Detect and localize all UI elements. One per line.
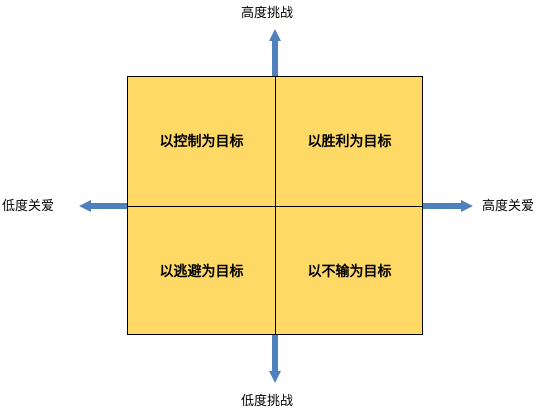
quadrant-top-right: 以胜利为目标 [276,77,423,205]
axis-label-low-challenge: 低度挑战 [241,394,294,409]
horizontal-divider [128,206,422,207]
axis-label-high-challenge: 高度挑战 [241,6,294,21]
arrow-right-icon [422,200,473,212]
vertical-divider [275,77,276,334]
quadrant-top-left: 以控制为目标 [128,77,275,205]
arrow-down-icon [269,334,281,383]
arrow-left-icon [79,200,128,212]
quadrant-bottom-left: 以逃避为目标 [128,207,275,335]
quadrant-label-avoid: 以逃避为目标 [159,264,244,280]
quadrant-label-win: 以胜利为目标 [307,134,392,150]
quadrant-grid: 以控制为目标 以胜利为目标 以逃避为目标 以不输为目标 [127,76,423,335]
axis-label-low-care: 低度关爱 [2,199,55,214]
arrow-up-icon [269,29,281,77]
quadrant-bottom-right: 以不输为目标 [276,207,423,335]
quadrant-label-not-lose: 以不输为目标 [307,264,392,280]
axis-label-high-care: 高度关爱 [482,199,535,214]
quadrant-label-control: 以控制为目标 [159,134,244,150]
